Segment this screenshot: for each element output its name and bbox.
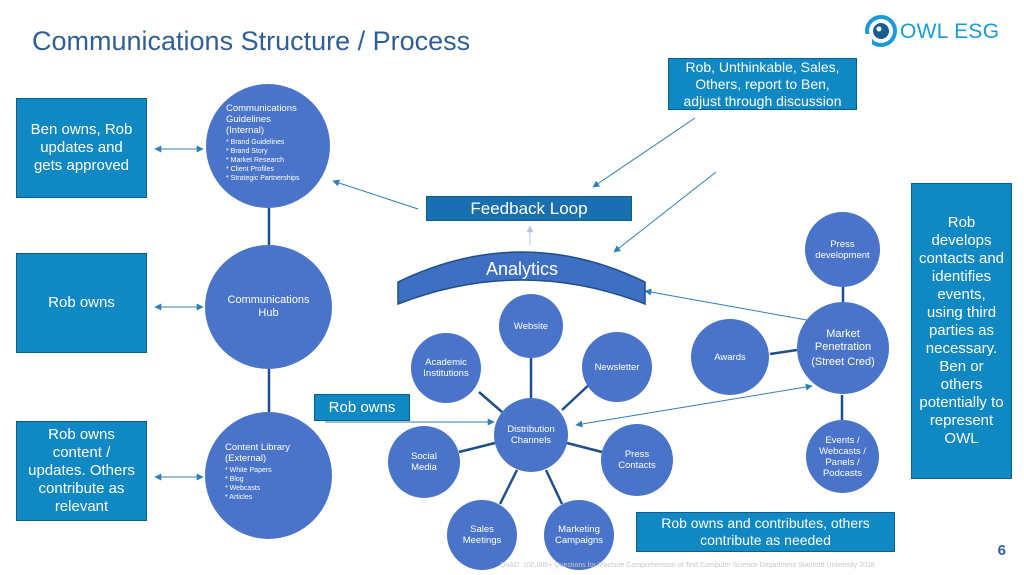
circle-newsletter: Newsletter [582,332,652,402]
circle-hub: Communications Hub [205,245,332,369]
page-number: 6 [997,542,1006,559]
circle-academic: Academic Institutions [411,333,481,403]
owl-esg-logo: OWL ESG [864,14,1004,50]
analytics-label: Analytics [485,259,559,279]
logo-text-owl: OWL [900,20,948,43]
box-rob-owns-contributes: Rob owns and contributes, others contrib… [636,512,895,552]
guidelines-title: Communications Guidelines (Internal) [226,102,297,136]
circle-market-penetration: Market Penetration (Street Cred) [797,302,889,394]
spoke-awards [769,348,798,356]
circle-press-contacts: Press Contacts [601,424,673,496]
library-title: Content Library (External) [225,442,290,464]
circle-library: Content Library (External) * White Paper… [205,412,332,539]
spoke-academic [478,391,503,413]
spoke-newsletter [561,381,593,411]
box-rob-develops: Rob develops contacts and identifies eve… [911,183,1012,479]
spoke-sales [498,469,519,505]
arrow-report-feedback [592,117,696,188]
guidelines-item: * Client Profiles [226,165,274,173]
library-item: * Blog [225,476,244,483]
analytics-arc [397,251,646,306]
arrow-market-analytics [644,288,819,323]
box-rob-owns-hub: Rob owns [16,253,147,353]
market-pen-label: Market Penetration [814,327,872,353]
box-rob-owns-content: Rob owns content / updates. Others contr… [16,421,147,521]
box-ben-owns: Ben owns, Rob updates and gets approved [16,98,147,198]
logo-text-esg: ESG [954,20,1000,43]
circle-events: Events / Webcasts / Panels / Podcasts [806,420,879,493]
guidelines-item: * Brand Story [226,147,268,155]
arrow-feedback-guidelines [332,179,419,210]
circle-social: Social Media [388,426,460,498]
arrow-market-distribution [575,383,813,428]
library-item: * Articles [225,494,253,501]
circle-awards: Awards [691,319,769,395]
guidelines-item: * Brand Guidelines [226,138,285,146]
footer-text: QuAD: 100,000+ Questions for Machine Com… [500,562,875,569]
guidelines-item: * Strategic Partnerships [226,174,300,182]
library-item: * Webcasts [225,485,261,492]
guidelines-item: * Market Research [226,156,284,164]
box-rob-owns-distribution: Rob owns [314,394,410,421]
guidelines-list: * Brand Guidelines * Brand Story * Marke… [226,138,300,183]
market-pen-sublabel: (Street Cred) [811,355,875,368]
spoke-press [566,441,603,454]
box-report-to-ben: Rob, Unthinkable, Sales, Others, report … [668,58,857,110]
page-title: Communications Structure / Process [32,26,471,56]
circle-guidelines: Communications Guidelines (Internal) * B… [206,84,330,208]
library-list: * White Papers * Blog * Webcasts * Artic… [225,466,272,502]
owl-eye-icon [864,15,897,47]
library-item: * White Papers [225,467,272,474]
circle-press-dev: Press development [805,212,880,287]
spoke-marketing [544,469,564,505]
circle-marketing: Marketing Campaigns [544,500,614,570]
arrow-report-analytics [613,171,717,253]
box-feedback-loop: Feedback Loop [426,196,632,221]
spoke-social [458,441,496,454]
circle-sales: Sales Meetings [447,500,517,570]
circle-distribution: Distribution Channels [494,398,568,472]
circle-website: Website [499,294,563,358]
